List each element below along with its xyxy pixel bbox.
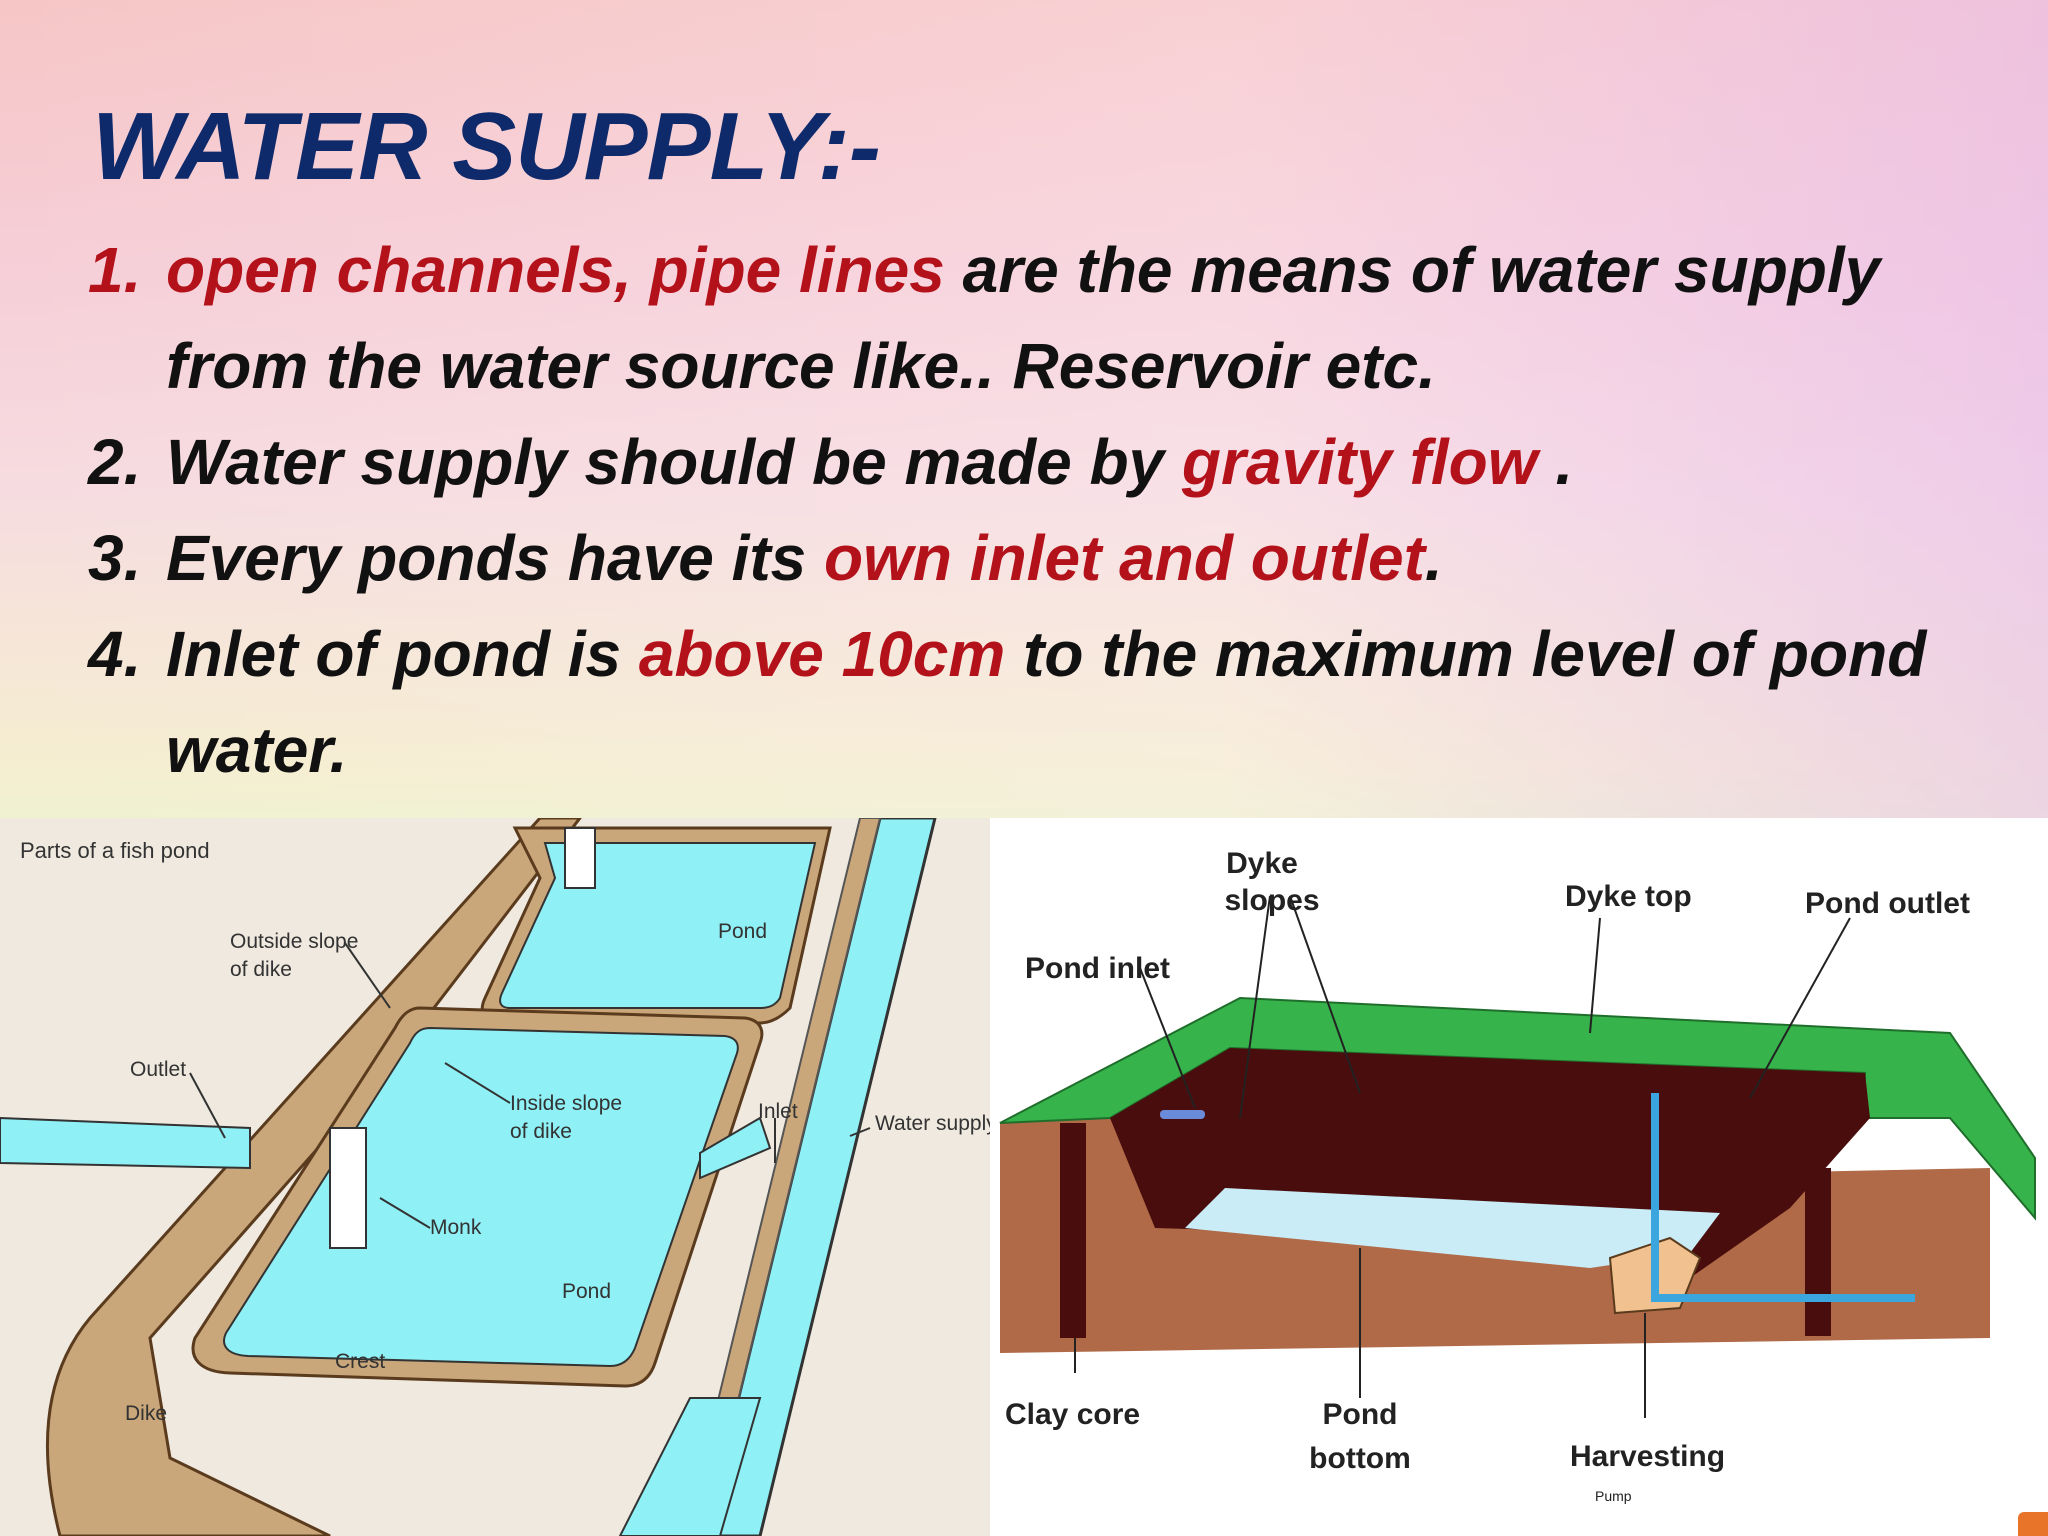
item-number: 4. [88,618,142,690]
leader-line [1139,967,1196,1109]
lower-pond-water [618,1397,762,1536]
pond-bottom-label-2: bottom [1309,1442,1411,1475]
item-number: 2. [88,426,142,498]
outlet-label: Outlet [130,1058,186,1081]
dyke-slopes-label: Dyke [1226,847,1298,880]
water-supply-label: Water supply [875,1112,990,1135]
clay-core-left [1060,1123,1086,1338]
item-text: . [1537,426,1574,498]
item-text: are the means of water supply from the w… [166,234,1881,402]
pond-water [1185,1188,1720,1268]
inside-slope-label: Inside slope [510,1092,622,1115]
top-monk-structure [564,827,596,889]
item-text: . [1424,522,1443,594]
item-number: 1. [88,234,142,306]
item-text: Every ponds have its [166,522,825,594]
pump-label: Pump [1595,1488,1632,1504]
leader-line [379,1197,431,1229]
list-item: 2. Water supply should be made by gravit… [88,414,2008,510]
dyke-top-surface [999,996,2036,1221]
leader-line [1289,895,1361,1094]
dike-label: Dike [125,1402,167,1425]
highlight-text: open channels, pipe lines [166,234,945,306]
clay-core-label: Clay core [1005,1398,1140,1431]
corner-marker [2018,1512,2048,1536]
list-item: 3. Every ponds have its own inlet and ou… [88,510,2008,606]
pond-inlet-label: Pond inlet [1025,952,1170,985]
item-text: Inlet of pond is [166,618,639,690]
item-number: 3. [88,522,142,594]
pond-outlet-label: Pond outlet [1805,887,1970,920]
inside-slope-label-2: of dike [510,1120,572,1143]
pond-bottom-label: Pond [562,1280,611,1303]
pond-section-figure: Dyke slopes Dyke top Pond outlet Pond in… [990,818,2048,1536]
leader-line [1589,917,1601,1034]
pond-top-label: Pond [718,920,767,943]
canal-bank [683,818,882,1536]
harvesting-label: Harvesting [1570,1440,1725,1473]
leader-line [1239,895,1271,1119]
figure-caption: Parts of a fish pond [20,838,210,863]
leader-line [444,1062,511,1104]
list-item: 1. open channels, pipe lines are the mea… [88,222,2008,414]
inlet-pipe [1160,1110,1205,1119]
bullet-list: 1. open channels, pipe lines are the mea… [88,222,2008,798]
highlight-text: above 10cm [638,618,1006,690]
item-text: Water supply should be made by [166,426,1182,498]
highlight-text: gravity flow [1181,426,1538,498]
crest-label: Crest [335,1350,385,1373]
outlet-pipe [1651,1093,1915,1302]
dyke-top-label: Dyke top [1565,880,1692,913]
outlet-channel [0,1116,251,1170]
inlet-label: Inlet [758,1100,798,1123]
pond-bottom-label: Pond [1323,1398,1398,1431]
highlight-text: own inlet and outlet [824,522,1425,594]
main-pond-water [223,1026,739,1368]
outside-slope-label-2: of dike [230,958,292,981]
leader-line [1749,917,1851,1099]
dyke-slopes-label-2: slopes [1224,884,1319,917]
leader-line [344,942,391,1009]
background-wash [0,0,2048,830]
item-text: to the maximum level of pond water. [166,618,1927,786]
dike-wedge [46,818,582,1536]
fish-pond-plan-drawing: Parts of a fish pond Outside slope of di… [0,818,990,1536]
inlet-channel [699,1116,772,1180]
slide-title: WATER SUPPLY:- [92,93,881,200]
list-item: 4. Inlet of pond is above 10cm to the ma… [88,606,2008,798]
clay-core-right [1805,1168,1831,1336]
monk-label: Monk [430,1216,482,1239]
fish-pond-plan-figure: Parts of a fish pond Outside slope of di… [0,818,990,1536]
outside-slope-label: Outside slope [230,930,358,953]
monk-structure [329,1127,367,1249]
leader-line [849,1127,871,1137]
pond-section-drawing: Dyke slopes Dyke top Pond outlet Pond in… [999,847,2036,1504]
leader-line [189,1072,226,1139]
